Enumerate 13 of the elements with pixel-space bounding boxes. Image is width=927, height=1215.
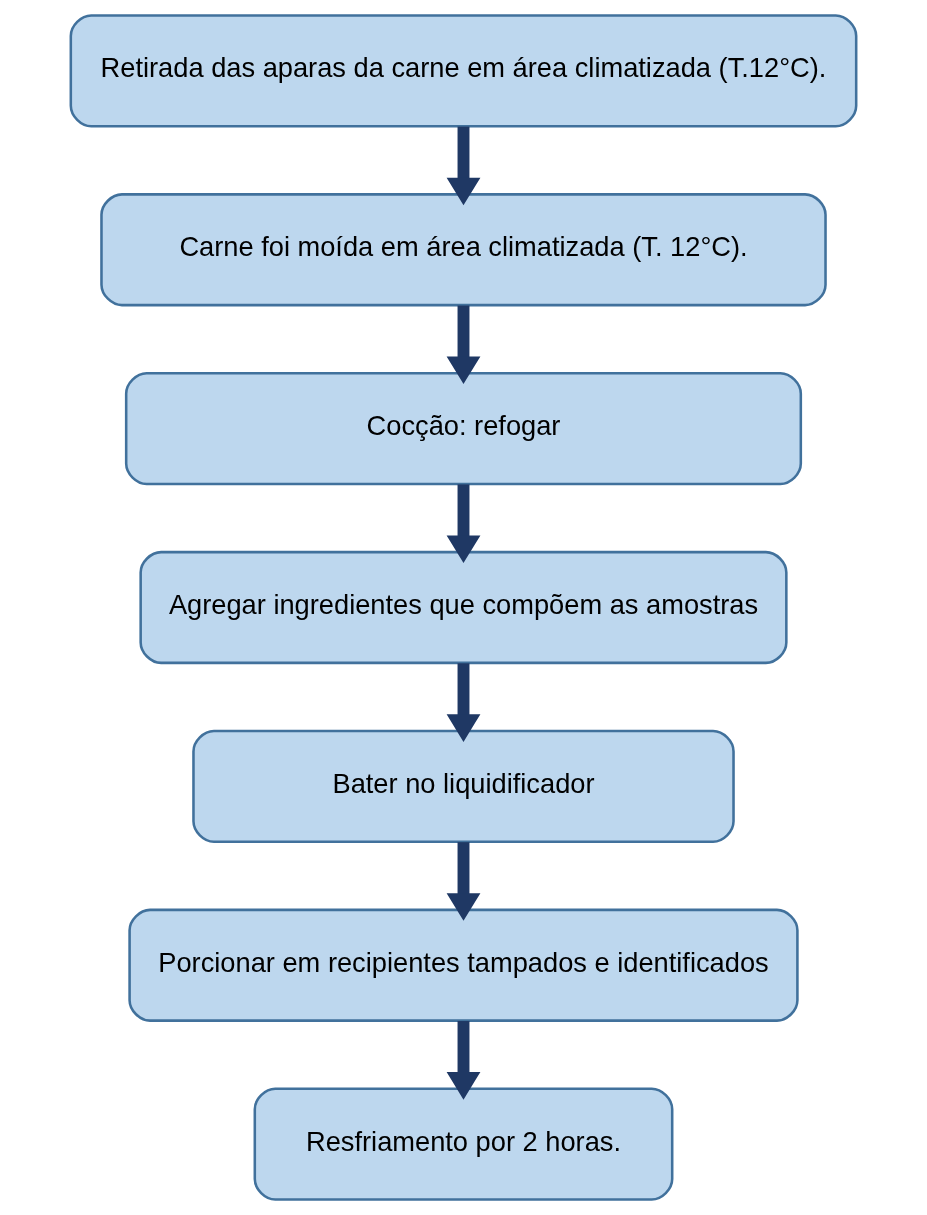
node-box: Cocção: refogar (124, 371, 803, 486)
arrow (446, 484, 481, 563)
node-box: Carne foi moída em área climatizada (T. 12°C). (100, 193, 827, 307)
arrow (446, 1021, 481, 1100)
arrow (446, 842, 481, 921)
node-box: Retirada das aparas da carne em área climatizada (T.12°C). (69, 14, 858, 128)
node-box: Bater no liquidificador (192, 729, 735, 844)
node-box: Resfriamento por 2 horas. (253, 1087, 674, 1201)
node-box: Porcionar em recipientes tampados e identificados (128, 908, 799, 1022)
node-box: Agregar ingredientes que compõem as amostras (139, 550, 788, 665)
arrow (446, 126, 481, 206)
arrow (446, 305, 481, 385)
arrow (446, 663, 481, 742)
